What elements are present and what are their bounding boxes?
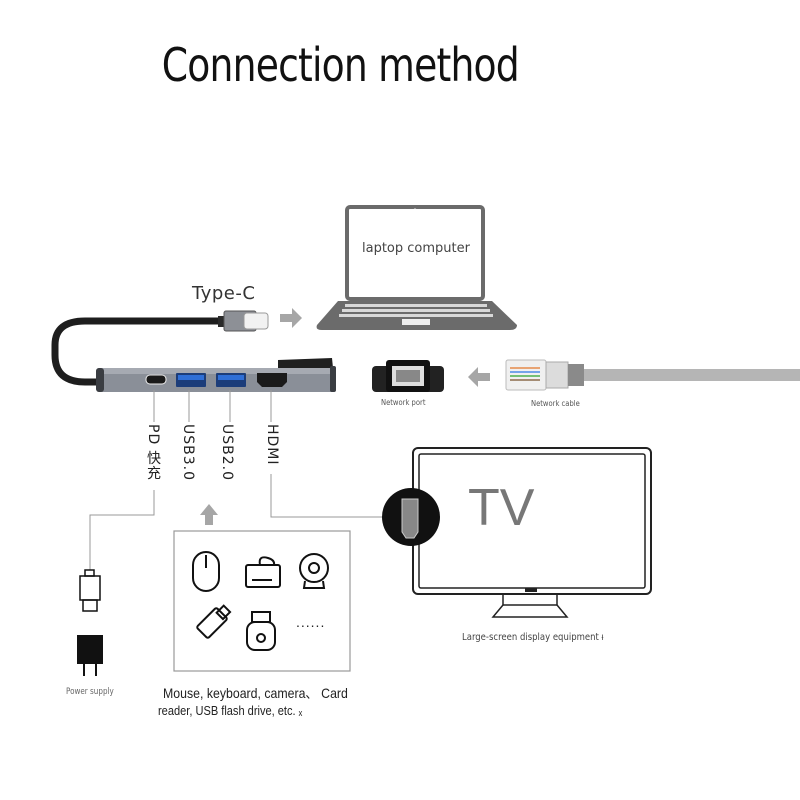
hdmi-port-icon bbox=[257, 373, 287, 387]
usb-hub bbox=[96, 358, 336, 392]
port-leader-lines bbox=[89, 390, 388, 570]
typec-cable bbox=[51, 310, 269, 386]
network-cable-icon bbox=[505, 359, 800, 391]
hdmi-port-label: HDMI bbox=[264, 424, 280, 466]
arrow-up-icon bbox=[200, 504, 218, 525]
power-adapter-icon bbox=[77, 635, 103, 676]
more-devices-ellipsis: ...... bbox=[296, 614, 326, 630]
usb-plug-icon bbox=[79, 569, 101, 612]
keyboard-icon bbox=[245, 556, 281, 588]
pd-port-label: PD 快充 bbox=[145, 424, 161, 481]
devices-caption-line1: Mouse, keyboard, camera、 Card bbox=[163, 685, 348, 701]
network-port-label: Network port bbox=[381, 398, 426, 407]
laptop-icon bbox=[316, 205, 517, 330]
arrow-left-icon bbox=[468, 367, 490, 387]
page-title: Connection method bbox=[161, 38, 520, 92]
tv-screen-text: TV bbox=[468, 479, 535, 537]
usb2-port-label: USB2.0 bbox=[219, 424, 235, 482]
typec-label: Type-C bbox=[192, 283, 256, 304]
devices-caption-line2: reader, USB flash drive, etc. ₓ bbox=[158, 703, 303, 718]
hdmi-badge-icon bbox=[382, 488, 440, 546]
arrow-right-icon bbox=[280, 308, 302, 328]
network-cable-label: Network cable bbox=[531, 399, 580, 408]
usb3-port-label: USB3.0 bbox=[180, 424, 196, 482]
network-port-icon bbox=[372, 360, 444, 392]
usb-dongle-icon bbox=[246, 611, 276, 651]
devices-box bbox=[173, 530, 351, 672]
webcam-icon bbox=[299, 553, 329, 589]
mouse-icon bbox=[192, 551, 220, 592]
tv-caption: Large-screen display equipment ᵼ bbox=[462, 632, 604, 643]
usb-flash-drive-icon bbox=[196, 604, 232, 639]
pd-port-icon bbox=[145, 374, 167, 385]
tv-icon bbox=[412, 447, 652, 618]
laptop-label: laptop computer bbox=[362, 241, 470, 256]
power-supply-label: Power supply bbox=[66, 687, 114, 697]
